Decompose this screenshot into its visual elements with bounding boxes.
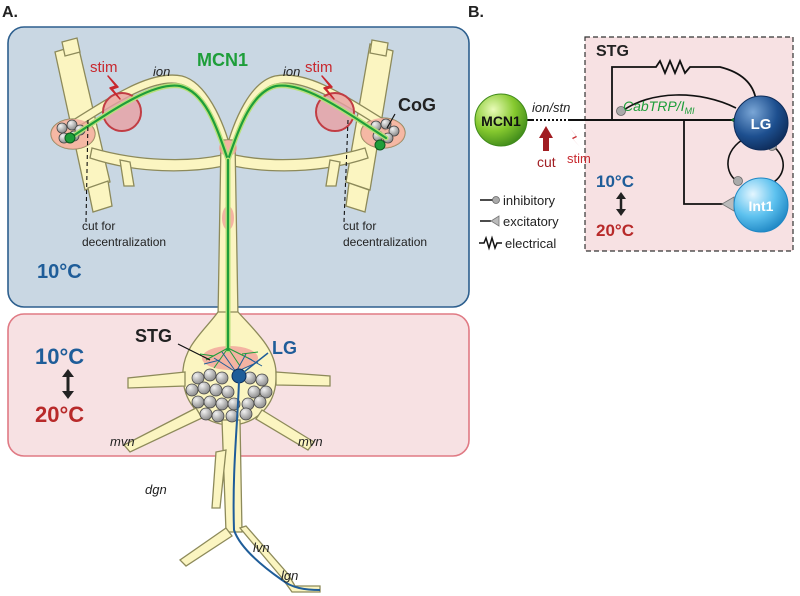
lg-axon xyxy=(232,379,321,591)
mvn-label-right: mvn xyxy=(298,434,323,449)
temp-arrow-a-down xyxy=(62,391,74,399)
stg-label-a: STG xyxy=(135,326,172,346)
legend-inhibitory-symbol xyxy=(492,196,500,204)
temp-arrow-a-up xyxy=(62,369,74,377)
inhibitory-terminal-int1 xyxy=(733,176,743,186)
cut-label-left-2: decentralization xyxy=(82,235,166,249)
cabtrp-label: CabTRP/IMI xyxy=(623,98,695,116)
legend-excitatory-label: excitatory xyxy=(503,214,559,229)
b-temp-arrow-up xyxy=(616,192,626,199)
legend-electrical-label: electrical xyxy=(505,236,556,251)
stim-label-left: stim xyxy=(90,59,118,76)
cut-line-left xyxy=(85,119,89,223)
stg-pointer xyxy=(177,343,211,361)
top-region-temp: 10°C xyxy=(37,261,82,283)
projection-to-int1 xyxy=(683,120,724,205)
lg-label-a: LG xyxy=(272,338,297,358)
bottom-temp-high: 20°C xyxy=(35,402,84,427)
cut-label-right-1: cut for xyxy=(343,219,376,233)
lg-cell-b xyxy=(733,95,789,151)
mcn1-axon xyxy=(67,83,389,353)
cabtrp-terminal xyxy=(616,106,626,116)
cabtrp-subscript: MI xyxy=(684,106,694,116)
cog-pointer xyxy=(386,113,396,129)
b-temp-arrow-down xyxy=(616,209,626,216)
lgn-label: lgn xyxy=(281,568,298,583)
int1-cell-b xyxy=(733,177,789,233)
stg-glow xyxy=(202,346,258,370)
bottom-temp-low: 10°C xyxy=(35,344,84,369)
lg-pointer xyxy=(243,352,269,373)
stg-label-b: STG xyxy=(596,43,629,60)
cut-label-right-2: decentralization xyxy=(343,235,427,249)
stim-site-left xyxy=(102,92,142,132)
cog-label: CoG xyxy=(398,95,436,115)
legend-electrical-symbol xyxy=(479,235,502,251)
mvn-label-left: mvn xyxy=(110,434,135,449)
legend-inhibitory-label: inhibitory xyxy=(503,193,556,208)
stg-cells xyxy=(185,368,273,423)
cut-label-b: cut xyxy=(537,154,556,170)
panel-b-label: B. xyxy=(468,4,484,21)
lg-label-b: LG xyxy=(751,116,772,133)
stim-bolt-b xyxy=(570,128,580,147)
ion-label-left: ion xyxy=(153,64,170,79)
stim-label-b: stim xyxy=(567,151,591,166)
stg-neuropil xyxy=(199,347,263,373)
cabtrp-main: CabTRP/I xyxy=(623,98,685,114)
lvn-label: lvn xyxy=(253,540,270,555)
dgn-label: dgn xyxy=(145,482,167,497)
legend: inhibitory excitatory electrical xyxy=(479,193,559,251)
stim-label-right: stim xyxy=(305,59,333,76)
b-temp-low: 10°C xyxy=(596,172,634,191)
legend-excitatory-symbol xyxy=(490,215,500,227)
int1-label-b: Int1 xyxy=(749,198,774,214)
mcn1-cell-b xyxy=(474,93,528,147)
cabtrp-arc xyxy=(620,94,737,113)
stim-bolt-right xyxy=(321,75,335,100)
b-temp-high: 20°C xyxy=(596,221,634,240)
mcn1-soma-left xyxy=(64,132,76,144)
mcn1-soma-right xyxy=(374,139,386,151)
electrical-synapse-path xyxy=(611,58,757,120)
stim-bolt-left xyxy=(107,75,121,100)
cut-arrow xyxy=(539,126,553,151)
cut-line-right xyxy=(343,119,349,223)
panel-a-label: A. xyxy=(2,4,18,21)
mcn1-label-a: MCN1 xyxy=(197,50,248,70)
cut-label-left-1: cut for xyxy=(82,219,115,233)
mcn1-label-b: MCN1 xyxy=(481,113,521,129)
ion-label-right: ion xyxy=(283,64,300,79)
ion-stn-label: ion/stn xyxy=(532,100,570,115)
